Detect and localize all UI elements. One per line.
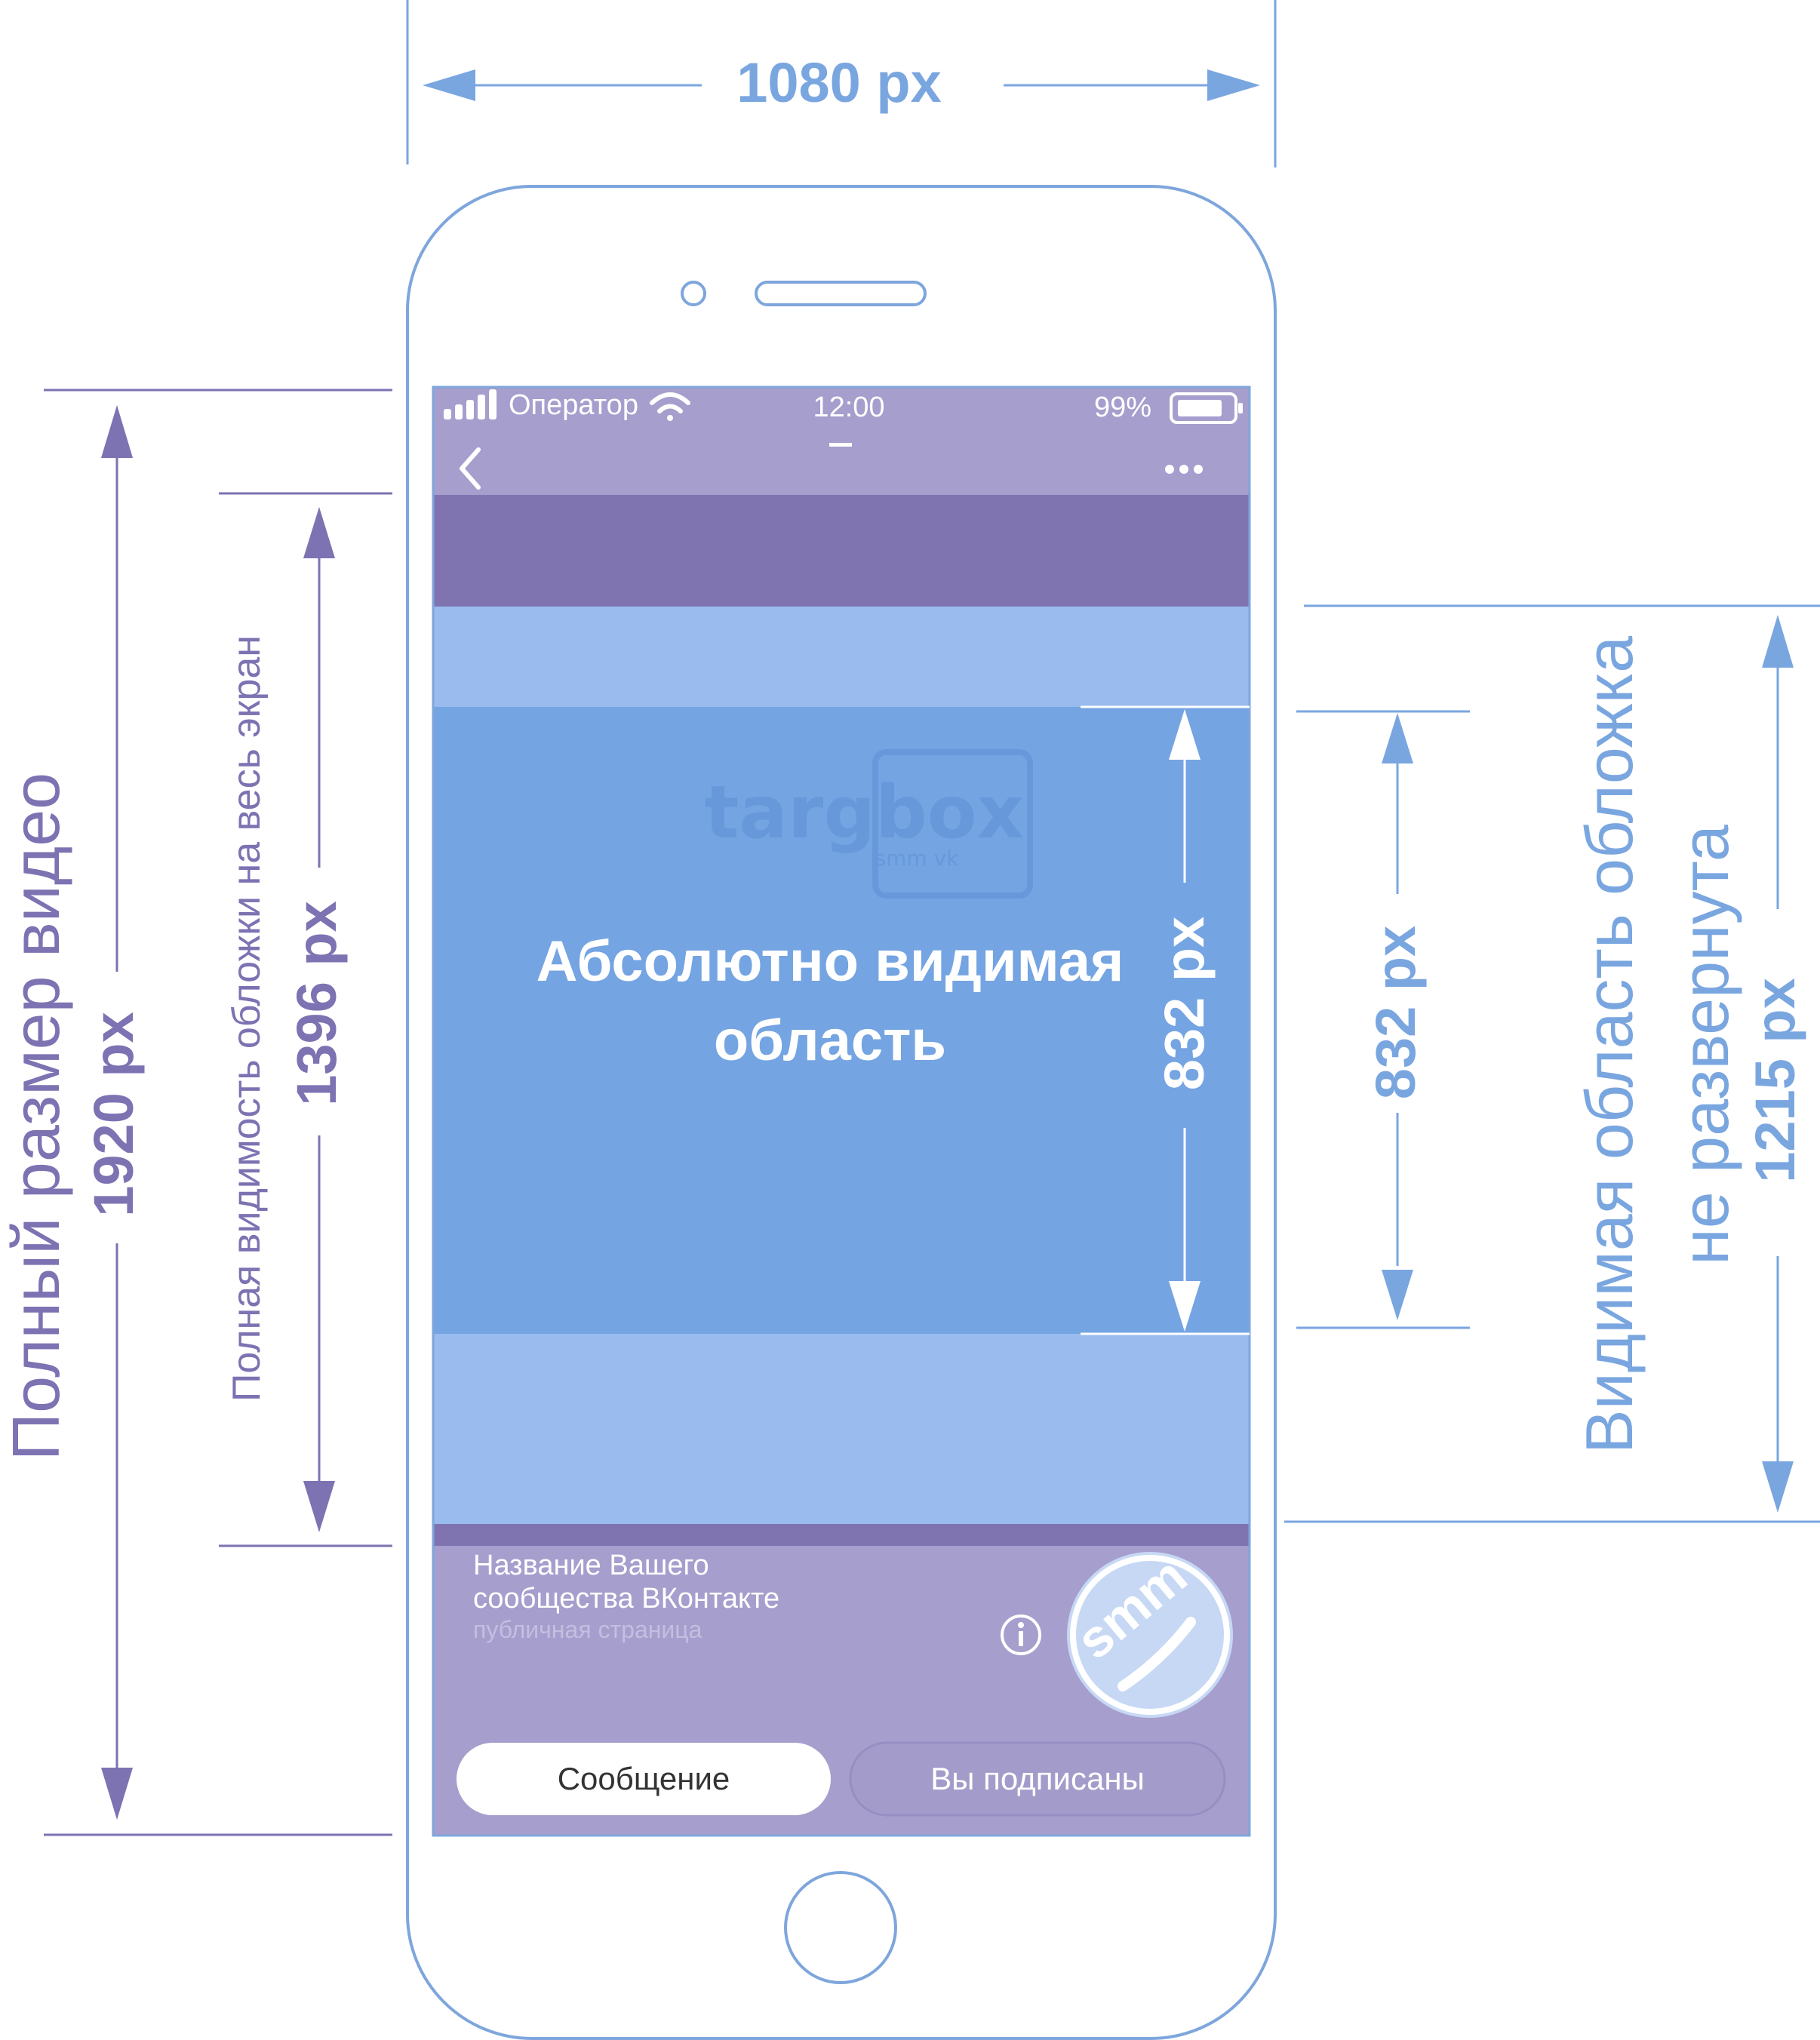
outer-832-dimension: 832 px	[1296, 710, 1470, 1329]
inner-832-label: 832 px	[1153, 917, 1216, 1090]
speaker-grille	[755, 281, 927, 306]
battery-percent: 99%	[1094, 392, 1151, 423]
svg-text:targbox: targbox	[704, 770, 1023, 855]
more-dots-icon[interactable]	[1165, 465, 1203, 474]
cover-top-strip	[433, 495, 1250, 607]
carrier-label: Оператор	[509, 389, 638, 421]
status-bar	[433, 387, 1250, 495]
battery-icon	[1170, 392, 1243, 424]
svg-text:smm vk: smm vk	[875, 846, 960, 871]
width-value: 1080 px	[736, 51, 942, 114]
home-button[interactable]	[784, 1871, 897, 1984]
collapsed-cover-title: Видимая область обложка	[1572, 636, 1646, 1454]
full-video-title: Полный размер видео	[0, 773, 73, 1461]
width-dimension: 1080 px	[406, 0, 1277, 167]
subscribed-button[interactable]: Вы подписаны	[849, 1741, 1226, 1817]
full-video-dimension: Полный размер видео 1920 px	[0, 389, 392, 1836]
message-button[interactable]: Сообщение	[457, 1743, 831, 1815]
fullscreen-title: Полная видимость обложки на весь экран	[225, 635, 269, 1402]
phone-screen	[432, 386, 1251, 1837]
visible-area-label: Абсолютно видимая	[536, 929, 1124, 994]
wifi-icon	[650, 392, 690, 421]
fullscreen-value: 1396 px	[285, 901, 348, 1106]
absolute-visible-area	[433, 707, 1250, 1334]
cover-light-band-bottom	[433, 1334, 1250, 1524]
cover-bottom-strip	[433, 1524, 1250, 1546]
targbox-logo: targbox smm vk	[704, 749, 1033, 899]
chevron-left-icon[interactable]	[460, 447, 481, 490]
front-camera	[681, 281, 706, 306]
status-time: 12:00	[813, 392, 884, 423]
outer-832-value: 832 px	[1364, 926, 1427, 1099]
full-video-value: 1920 px	[82, 1012, 145, 1217]
fullscreen-dimension: Полная видимость обложки на весь экран 1…	[219, 492, 392, 1547]
info-icon[interactable]	[1001, 1614, 1041, 1655]
svg-text:Сообщение: Сообщение	[558, 1761, 730, 1796]
signal-icon	[444, 389, 497, 419]
notch-indicator	[829, 443, 852, 447]
svg-text:Вы подписаны: Вы подписаны	[930, 1761, 1145, 1796]
inner-832-dimension: 832 px	[1081, 705, 1250, 1335]
visible-area-label-2: область	[714, 1009, 946, 1073]
community-name: Название Вашего	[473, 1550, 709, 1581]
collapsed-cover-title-2: не развернута	[1668, 825, 1742, 1265]
collapsed-cover-value: 1215 px	[1744, 978, 1806, 1183]
cover-light-band-top	[433, 607, 1250, 707]
community-type: публичная страница	[473, 1616, 702, 1643]
collapsed-cover-dimension: Видимая область обложка не развернута 12…	[1284, 604, 1820, 1523]
community-name-2: сообщества ВКонтакте	[473, 1583, 779, 1614]
